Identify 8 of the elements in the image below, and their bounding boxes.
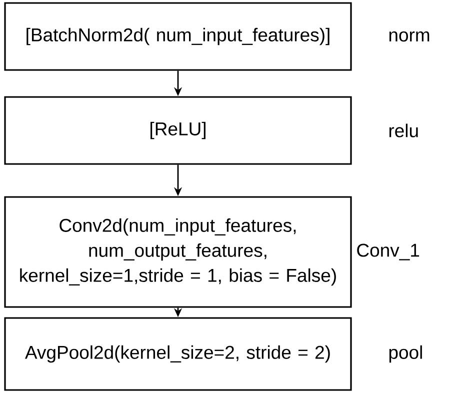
- side-label: Conv_1: [357, 244, 420, 260]
- process-box: [ReLU]: [4, 96, 352, 165]
- process-box: Conv2d(num_input_features, num_output_features, kernel_size=1,stride = 1, bias = False): [4, 196, 352, 308]
- side-label: relu: [389, 124, 418, 138]
- process-box: [BatchNorm2d( num_input_features)]: [4, 2, 352, 71]
- side-label: norm: [389, 31, 430, 42]
- process-box: AvgPool2d(kernel_size=2, stride = 2): [4, 317, 352, 391]
- side-label: pool: [389, 345, 422, 363]
